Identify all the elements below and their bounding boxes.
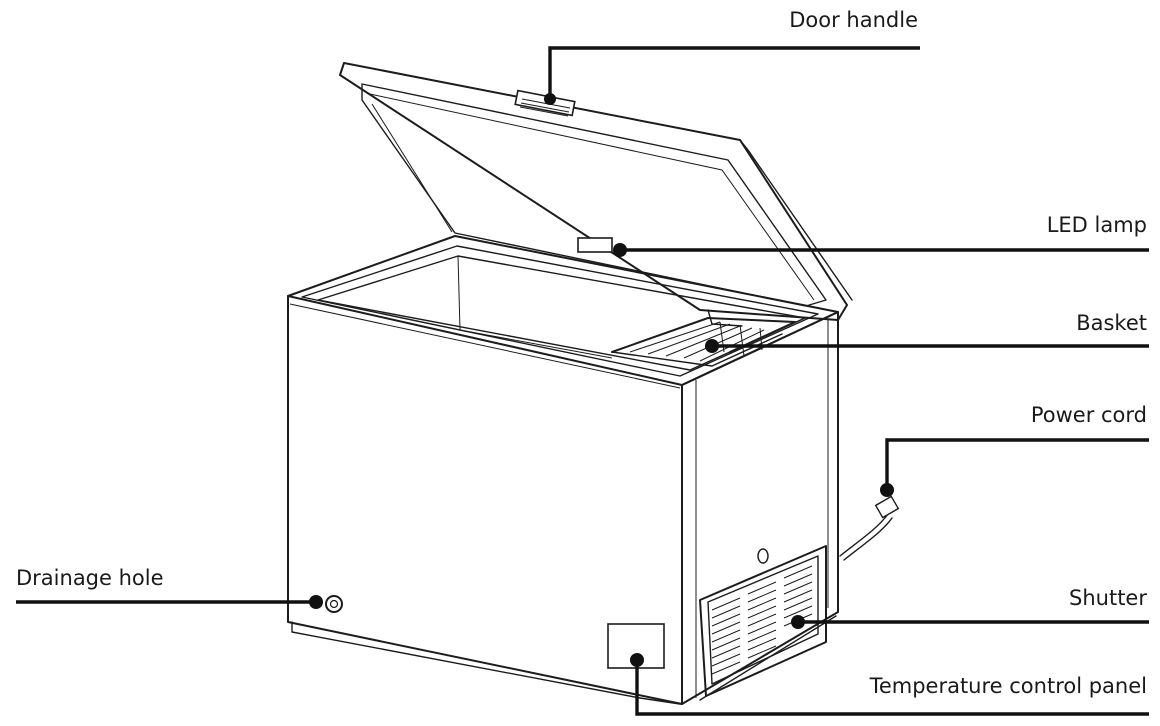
label-shutter: Shutter [1069,586,1147,610]
leader-power-cord [880,438,1149,497]
leader-drainage-hole [16,595,323,609]
label-temperature-control-panel: Temperature control panel [869,674,1147,698]
leader-shutter [791,615,1149,629]
drainage-hole-part [325,595,343,613]
door-handle-part [514,89,576,117]
leader-basket [705,339,1149,353]
leader-led-lamp [613,243,1149,257]
label-drainage-hole: Drainage hole [16,566,164,590]
lid [339,62,853,321]
leader-temperature-control-panel [630,653,1149,716]
label-led-lamp: LED lamp [1047,213,1147,237]
leader-door-handle [544,46,920,105]
power-cord-part [839,495,900,561]
basket-part [611,309,796,367]
shutter-part [699,545,827,697]
label-power-cord: Power cord [1031,403,1147,427]
label-basket: Basket [1076,311,1147,335]
label-door-handle: Door handle [789,8,918,32]
led-lamp-part [577,237,613,253]
cabinet [287,235,839,705]
